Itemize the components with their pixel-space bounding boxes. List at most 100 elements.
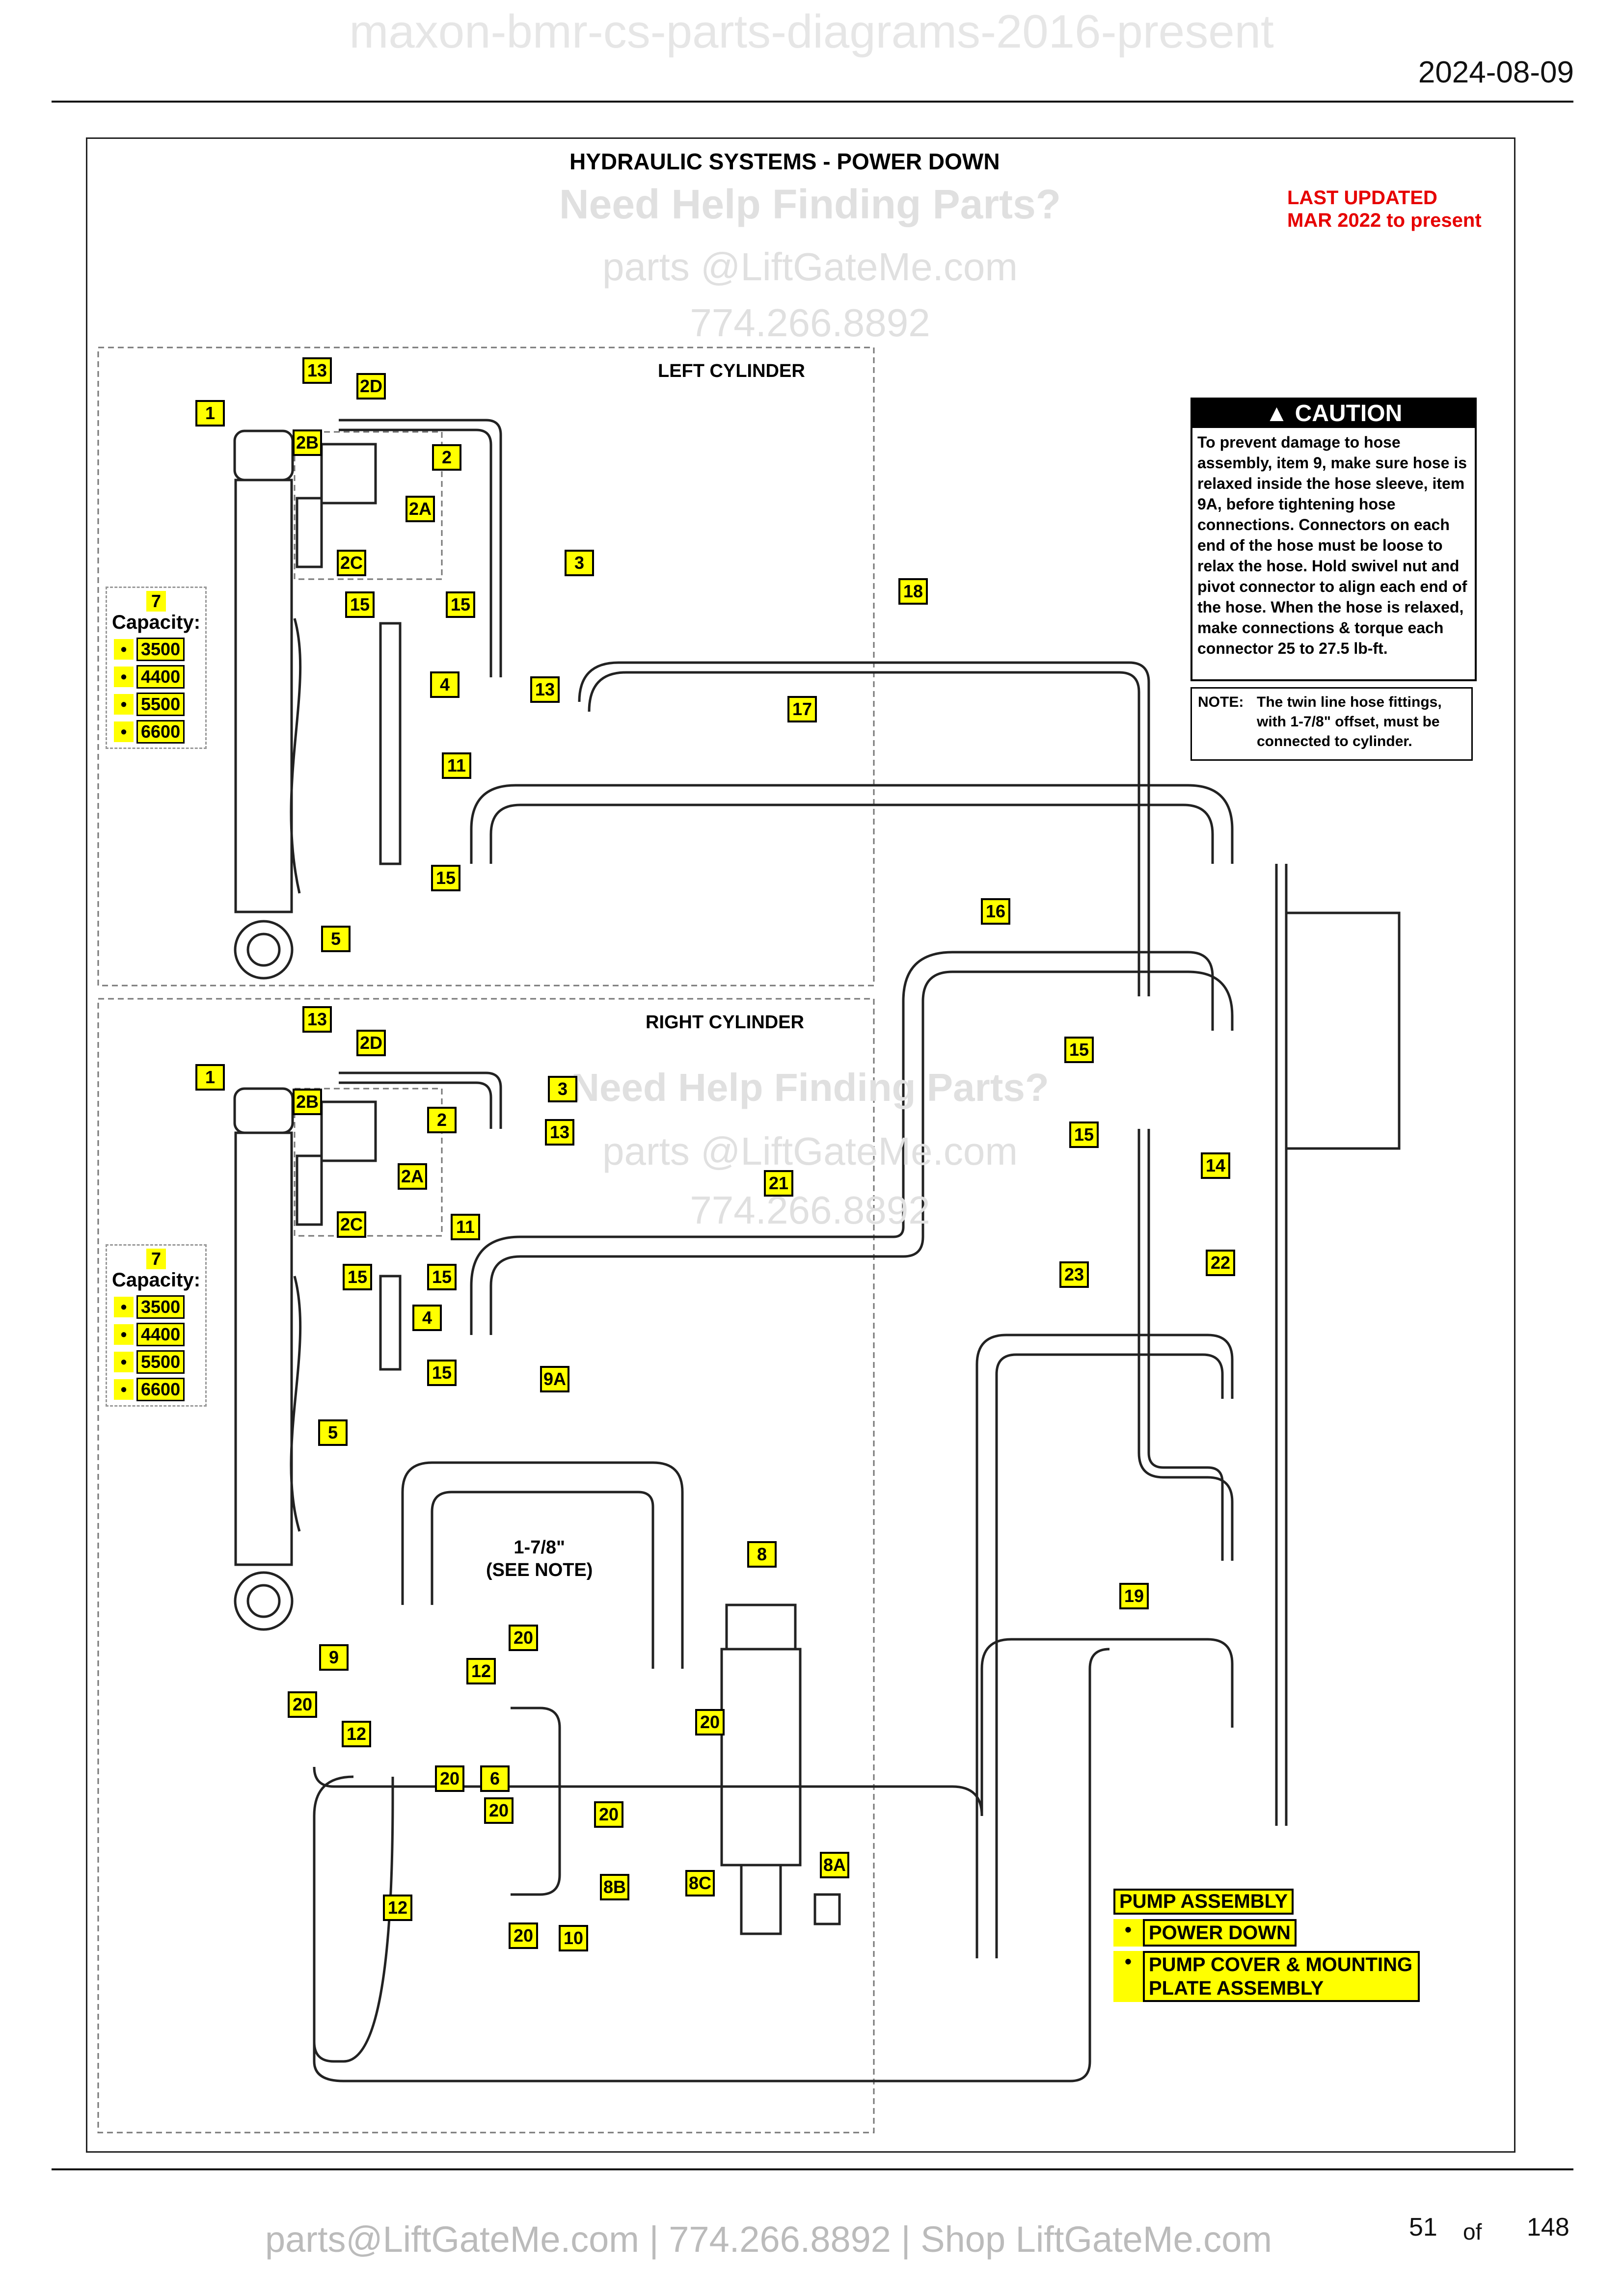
callout-15: 15 — [1064, 1037, 1094, 1063]
callout-23: 23 — [1059, 1261, 1089, 1288]
capacity-option: •3500 — [114, 1295, 198, 1319]
callout-1: 1 — [195, 1064, 225, 1091]
callout-8C: 8C — [685, 1870, 715, 1896]
caution-box: ▲ CAUTION To prevent damage to hose asse… — [1190, 398, 1477, 681]
callout-20: 20 — [288, 1691, 317, 1718]
callout-13: 13 — [302, 357, 332, 384]
last-updated-line2: MAR 2022 to present — [1287, 210, 1482, 231]
last-updated-note: LAST UPDATED MAR 2022 to present — [1287, 187, 1482, 232]
callout-11: 11 — [451, 1214, 480, 1240]
callout-22: 22 — [1206, 1250, 1235, 1276]
callout-4: 4 — [412, 1305, 442, 1331]
callout-15: 15 — [427, 1360, 457, 1386]
callout-20: 20 — [435, 1765, 464, 1792]
callout-11: 11 — [442, 752, 471, 779]
callout-3: 3 — [548, 1076, 577, 1102]
callout-15: 15 — [345, 591, 375, 618]
page-of: of — [1463, 2219, 1482, 2244]
callout-15: 15 — [427, 1264, 457, 1290]
callout-15: 15 — [343, 1264, 372, 1290]
callout-2D: 2D — [356, 1030, 386, 1056]
caution-heading: ▲ CAUTION — [1192, 400, 1475, 428]
capacity-option: •4400 — [114, 1323, 198, 1346]
callout-12: 12 — [383, 1895, 412, 1921]
document-date: 2024-08-09 — [1418, 55, 1574, 89]
right-cylinder-label: RIGHT CYLINDER — [646, 1012, 804, 1033]
page-number: 51 — [1409, 2213, 1437, 2242]
note-box: NOTE: The twin line hose fittings, with … — [1190, 687, 1473, 761]
header-rule — [52, 101, 1573, 103]
email-watermark: parts @LiftGateMe.com — [602, 245, 1018, 289]
callout-20: 20 — [594, 1801, 623, 1828]
callout-8B: 8B — [600, 1874, 630, 1900]
caution-text: To prevent damage to hose assembly, item… — [1197, 433, 1467, 657]
diagram-frame — [86, 137, 1515, 2153]
callout-21: 21 — [764, 1170, 793, 1197]
callout-20: 20 — [695, 1709, 725, 1735]
callout-6: 6 — [480, 1765, 510, 1792]
help-watermark-2: Need Help Finding Parts? — [571, 1066, 1049, 1109]
pump-item-power-down: • POWER DOWN — [1113, 1919, 1297, 1947]
callout-17: 17 — [787, 696, 817, 722]
callout-2B: 2B — [293, 1089, 323, 1115]
callout-2: 2 — [427, 1107, 457, 1133]
callout-9A: 9A — [540, 1366, 570, 1392]
callout-20: 20 — [509, 1922, 538, 1949]
last-updated-line1: LAST UPDATED — [1287, 187, 1437, 209]
capacity-item-number: 7 — [146, 1249, 166, 1269]
capacity-option: •5500 — [114, 693, 198, 716]
callout-19: 19 — [1119, 1583, 1149, 1609]
callout-12: 12 — [466, 1658, 496, 1684]
callout-15: 15 — [431, 865, 460, 891]
capacity-option: •5500 — [114, 1350, 198, 1374]
offset-dimension-label: 1-7/8" (SEE NOTE) — [486, 1537, 593, 1580]
callout-13: 13 — [530, 676, 560, 703]
capacity-title: Capacity: — [111, 1269, 201, 1291]
callout-5: 5 — [321, 926, 351, 952]
callout-14: 14 — [1201, 1152, 1230, 1179]
callout-10: 10 — [559, 1925, 588, 1951]
note-text: The twin line hose fittings, with 1-7/8"… — [1257, 694, 1442, 749]
capacity-option: •6600 — [114, 1378, 198, 1401]
page-total: 148 — [1527, 2213, 1569, 2242]
callout-12: 12 — [342, 1721, 371, 1747]
diagram-title: HYDRAULIC SYSTEMS - POWER DOWN — [569, 149, 1000, 174]
callout-2C: 2C — [337, 1211, 367, 1238]
footer-contact: parts@LiftGateMe.com | 774.266.8892 | Sh… — [265, 2219, 1272, 2260]
callout-4: 4 — [430, 671, 460, 698]
callout-3: 3 — [565, 550, 594, 576]
pump-item-cover-plate: • PUMP COVER & MOUNTING PLATE ASSEMBLY — [1113, 1951, 1420, 2002]
callout-16: 16 — [981, 898, 1010, 925]
callout-15: 15 — [1069, 1121, 1099, 1148]
capacity-option: •4400 — [114, 665, 198, 689]
capacity-option: •6600 — [114, 720, 198, 744]
callout-20: 20 — [509, 1625, 538, 1651]
phone-watermark-2: 774.266.8892 — [690, 1188, 930, 1232]
callout-13: 13 — [302, 1006, 332, 1033]
callout-9: 9 — [319, 1644, 349, 1671]
callout-8: 8 — [747, 1541, 777, 1568]
callout-2: 2 — [432, 444, 461, 471]
callout-2B: 2B — [293, 429, 323, 456]
callout-2D: 2D — [356, 373, 386, 400]
callout-18: 18 — [898, 578, 928, 605]
note-key: NOTE: — [1198, 694, 1244, 710]
warning-icon: ▲ — [1265, 400, 1295, 427]
help-watermark: Need Help Finding Parts? — [559, 181, 1061, 227]
callout-2A: 2A — [398, 1163, 428, 1190]
email-watermark-2: parts @LiftGateMe.com — [602, 1129, 1018, 1173]
capacity-title: Capacity: — [111, 612, 201, 633]
callout-2C: 2C — [337, 550, 367, 576]
capacity-option: •3500 — [114, 638, 198, 661]
callout-5: 5 — [318, 1419, 348, 1446]
callout-2A: 2A — [406, 496, 435, 522]
callout-8A: 8A — [820, 1852, 850, 1878]
pump-assembly-title: PUMP ASSEMBLY — [1113, 1889, 1294, 1915]
callout-13: 13 — [545, 1119, 574, 1146]
left-cylinder-label: LEFT CYLINDER — [658, 361, 805, 381]
callout-20: 20 — [484, 1797, 514, 1824]
capacity-box-right: 7 Capacity: •3500 •4400 •5500 •6600 — [106, 1244, 207, 1407]
capacity-item-number: 7 — [146, 591, 166, 612]
footer-rule — [52, 2168, 1573, 2170]
